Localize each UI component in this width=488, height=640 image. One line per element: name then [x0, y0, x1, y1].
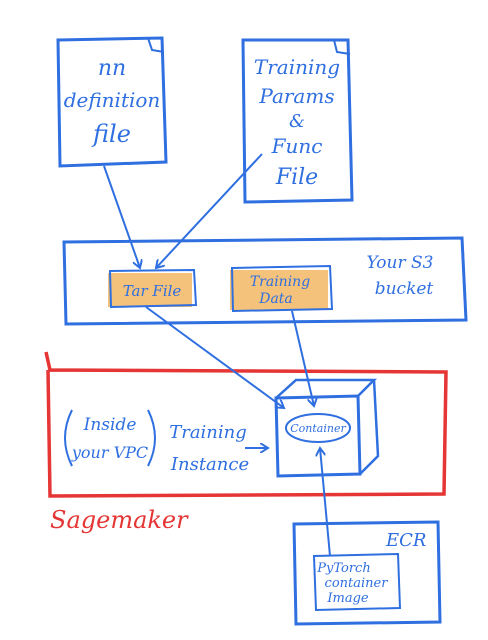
pytorch-image: PyTorch container Image — [312, 552, 402, 612]
params-file-line-2: Params — [258, 84, 334, 108]
training-data-line-2: Data — [258, 291, 293, 307]
ecr-label: ECR — [385, 530, 426, 551]
tar-file-outline — [108, 268, 198, 309]
nn-file-to-tar-arrow — [103, 165, 140, 268]
s3-bucket: Your S3 bucket Tar File Training Data — [62, 236, 468, 326]
s3-bucket-outline — [62, 236, 468, 326]
training-data-line-1: Training — [250, 274, 310, 290]
sagemaker-outline — [44, 351, 448, 498]
nn-file-outline — [56, 36, 168, 168]
ecr-box: ECR PyTorch container Image — [292, 520, 442, 626]
image-to-container-arrow — [320, 448, 331, 557]
container-side-face — [359, 379, 380, 475]
sagemaker-region: Sagemaker Inside your VPC Training Insta… — [44, 351, 448, 534]
sagemaker-label: Sagemaker — [50, 506, 189, 534]
arrows — [103, 153, 331, 557]
nn-file-line-3: file — [91, 120, 131, 148]
params-file-dogear — [333, 39, 351, 55]
nn-definition-file-doc: nn definition file — [56, 36, 168, 168]
params-file-line-5: File — [275, 165, 318, 190]
data-to-container-arrow — [291, 310, 314, 406]
container-label: Container — [290, 422, 346, 435]
pytorch-image-outline — [312, 552, 402, 612]
inside-vpc-line-2: your VPC — [71, 443, 148, 462]
training-data-highlight — [230, 270, 328, 310]
nn-file-dogear — [147, 37, 165, 53]
s3-bucket-label-line-1: Your S3 — [367, 253, 434, 273]
vpc-open-paren — [64, 409, 73, 467]
params-file-outline — [241, 38, 354, 204]
ecr-outline — [292, 520, 442, 626]
params-file-to-tar-arrow — [156, 153, 263, 268]
pytorch-image-line-2: container — [325, 576, 389, 591]
container-oval — [285, 413, 351, 443]
training-instance-line-2: Instance — [170, 454, 249, 475]
training-data-outline — [230, 264, 334, 313]
container-front-face — [274, 394, 362, 478]
tar-file-highlight — [108, 273, 192, 307]
s3-bucket-label-line-2: bucket — [375, 279, 434, 299]
tar-to-container-arrow — [145, 306, 284, 408]
tar-file: Tar File — [108, 268, 198, 309]
inside-vpc-line-1: Inside — [83, 415, 137, 435]
pytorch-image-line-1: PyTorch — [316, 561, 370, 576]
training-params-file-doc: Training Params & Func File — [241, 38, 354, 204]
pytorch-image-line-3: Image — [326, 591, 369, 606]
params-file-line-1: Training — [254, 55, 340, 79]
container-box: Container — [274, 378, 380, 478]
vpc-close-paren — [147, 409, 156, 467]
tar-file-label: Tar File — [123, 282, 182, 300]
nn-file-line-1: nn — [98, 56, 126, 81]
training-instance-line-1: Training — [169, 422, 247, 443]
params-file-line-3: & — [289, 111, 305, 132]
container-top-face — [275, 378, 378, 399]
nn-file-line-2: definition — [64, 88, 161, 112]
params-file-line-4: Func — [271, 134, 323, 158]
training-data: Training Data — [230, 264, 334, 313]
